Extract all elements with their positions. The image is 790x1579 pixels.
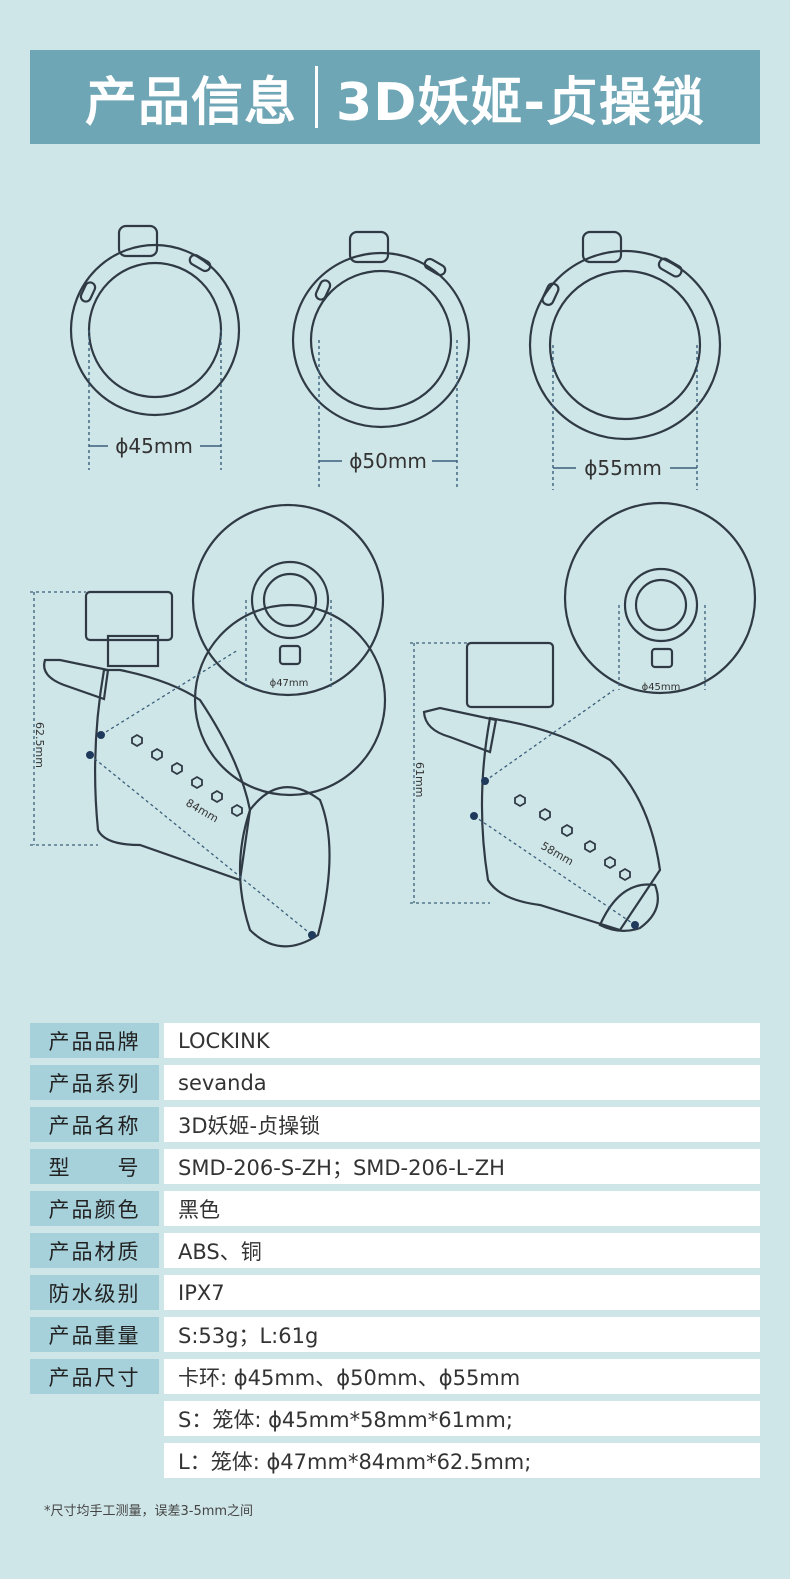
- ring-45-label: ϕ45mm: [115, 434, 193, 458]
- spec-row-size-l: L：笼体: ϕ47mm*84mm*62.5mm;: [30, 1443, 760, 1478]
- ring-50-label: ϕ50mm: [349, 449, 427, 473]
- spec-key: 产品名称: [30, 1107, 159, 1142]
- spec-key: [30, 1443, 159, 1478]
- spec-value: 黑色: [164, 1191, 760, 1226]
- spec-value: ABS、铜: [164, 1233, 760, 1268]
- spec-key: 防水级别: [30, 1275, 159, 1310]
- spec-key: 产品系列: [30, 1065, 159, 1100]
- spec-key: 产品品牌: [30, 1023, 159, 1058]
- spec-key: 产品材质: [30, 1233, 159, 1268]
- ring-50: [291, 230, 471, 429]
- cage-large-ring: ϕ47mm: [270, 678, 309, 689]
- spec-key: 产品颜色: [30, 1191, 159, 1226]
- spec-value: SMD-206-S-ZH；SMD-206-L-ZH: [164, 1149, 760, 1184]
- spec-value: IPX7: [164, 1275, 760, 1310]
- product-diagram: ϕ45mm ϕ50mm ϕ55mm 62.5mm 84mm ϕ47mm: [30, 224, 757, 948]
- cage-large-height: 62.5mm: [33, 722, 46, 768]
- spec-row-size-s: S：笼体: ϕ45mm*58mm*61mm;: [30, 1401, 760, 1436]
- cage-small-ring: ϕ45mm: [642, 682, 681, 693]
- measurement-note: *尺寸均手工测量，误差3-5mm之间: [44, 1504, 254, 1519]
- spec-row-weight: 产品重量 S:53g；L:61g: [30, 1317, 760, 1352]
- spec-row-model: 型 号 SMD-206-S-ZH；SMD-206-L-ZH: [30, 1149, 760, 1184]
- spec-key: 产品重量: [30, 1317, 159, 1352]
- cage-small-height: 61mm: [413, 762, 426, 797]
- spec-value: LOCKINK: [164, 1023, 760, 1058]
- spec-key: 产品尺寸: [30, 1359, 159, 1394]
- spec-key: 型 号: [30, 1149, 159, 1184]
- ring-45: [69, 224, 241, 417]
- title-divider: [315, 66, 319, 128]
- spec-value: 卡环: ϕ45mm、ϕ50mm、ϕ55mm: [164, 1359, 760, 1394]
- cage-small: [422, 501, 757, 932]
- spec-row-series: 产品系列 sevanda: [30, 1065, 760, 1100]
- spec-row-brand: 产品品牌 LOCKINK: [30, 1023, 760, 1058]
- spec-value: sevanda: [164, 1065, 760, 1100]
- spec-row-color: 产品颜色 黑色: [30, 1191, 760, 1226]
- title-left: 产品信息: [85, 72, 298, 133]
- spec-row-waterproof: 防水级别 IPX7: [30, 1275, 760, 1310]
- page-title-banner: 产品信息 3D妖姬-贞操锁: [30, 50, 760, 144]
- ring-55: [528, 230, 722, 441]
- spec-row-material: 产品材质 ABS、铜: [30, 1233, 760, 1268]
- ring-55-label: ϕ55mm: [584, 456, 662, 480]
- spec-value: L：笼体: ϕ47mm*84mm*62.5mm;: [164, 1443, 760, 1478]
- spec-value: S:53g；L:61g: [164, 1317, 760, 1352]
- spec-value: 3D妖姬-贞操锁: [164, 1107, 760, 1142]
- spec-row-size: 产品尺寸 卡环: ϕ45mm、ϕ50mm、ϕ55mm: [30, 1359, 760, 1394]
- spec-key: [30, 1401, 159, 1436]
- title-right: 3D妖姬-贞操锁: [336, 72, 705, 133]
- spec-value: S：笼体: ϕ45mm*58mm*61mm;: [164, 1401, 760, 1436]
- cage-large: [43, 560, 387, 948]
- spec-row-name: 产品名称 3D妖姬-贞操锁: [30, 1107, 760, 1142]
- spec-table: 产品品牌 LOCKINK 产品系列 sevanda 产品名称 3D妖姬-贞操锁 …: [30, 1023, 760, 1485]
